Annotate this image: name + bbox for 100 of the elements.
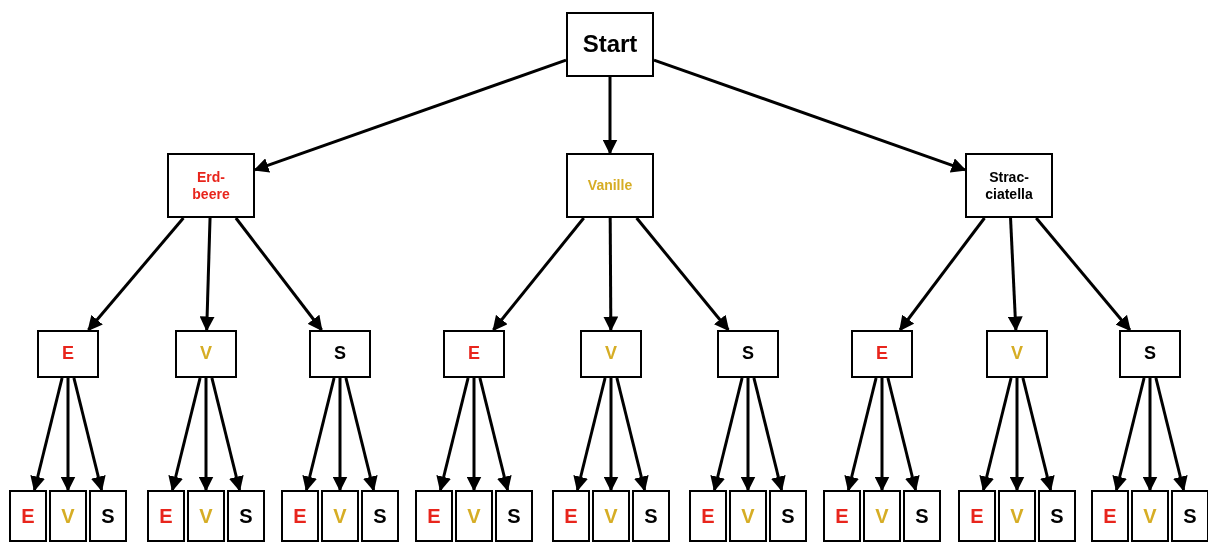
flavor-box [863, 490, 901, 542]
flavor-box [729, 490, 767, 542]
flavor-box [175, 330, 237, 378]
arrow [1009, 378, 1025, 492]
flavor-box [227, 490, 265, 542]
arrow [492, 217, 585, 332]
arrow [573, 377, 607, 492]
flavor-box [1091, 490, 1129, 542]
flavor-box [281, 490, 319, 542]
flavor-label: V [1011, 343, 1023, 365]
arrow [603, 218, 619, 332]
flavor-label: V [61, 504, 75, 528]
flavor-label: V [604, 504, 618, 528]
flavor-box [167, 153, 255, 218]
flavor-label: E [1103, 504, 1117, 528]
flavor-label: S [781, 504, 795, 528]
flavor-box [823, 490, 861, 542]
flavor-box [495, 490, 533, 542]
flavor-box [592, 490, 630, 542]
flavor-label: S [1183, 504, 1197, 528]
arrow [653, 58, 967, 173]
flavor-label: V [467, 504, 481, 528]
flavor-label: S [373, 504, 387, 528]
flavor-label: E [427, 504, 441, 528]
flavor-label: S [101, 504, 115, 528]
flavor-box [321, 490, 359, 542]
arrow [1021, 377, 1055, 492]
flavor-label: V [875, 504, 889, 528]
flavor-label: S [239, 504, 253, 528]
arrow [168, 377, 202, 492]
flavor-box [147, 490, 185, 542]
flavor-label: V [200, 343, 212, 365]
arrow [979, 377, 1013, 492]
arrow [886, 377, 920, 492]
arrow [466, 378, 482, 492]
flavor-label: E [21, 504, 35, 528]
flavor-box [717, 330, 779, 378]
flavor-label: V [605, 343, 617, 365]
flavor-box [632, 490, 670, 542]
flavor-box [455, 490, 493, 542]
arrow [710, 377, 744, 492]
flavor-label: S [507, 504, 521, 528]
flavor-box [309, 330, 371, 378]
flavor-box [415, 490, 453, 542]
flavor-label: V [1143, 504, 1157, 528]
arrow [60, 378, 76, 492]
arrow [1112, 377, 1146, 492]
arrow [602, 77, 618, 155]
flavor-label: V [1010, 504, 1024, 528]
flavor-label: E [835, 504, 849, 528]
flavor-label: Erd- beere [191, 168, 231, 203]
flavor-label: Start [582, 30, 638, 59]
flavor-label: S [915, 504, 929, 528]
arrow [1154, 377, 1188, 492]
flavor-box [1119, 330, 1181, 378]
arrow [615, 377, 649, 492]
flavor-label: E [970, 504, 984, 528]
arrow [874, 378, 890, 492]
flavor-label: S [1050, 504, 1064, 528]
flavor-box [580, 330, 642, 378]
arrow [87, 217, 185, 332]
flavor-box [1038, 490, 1076, 542]
flavor-box [89, 490, 127, 542]
flavor-box [903, 490, 941, 542]
flavor-box [443, 330, 505, 378]
arrow [603, 378, 619, 492]
flavor-label: V [741, 504, 755, 528]
flavor-box [1131, 490, 1169, 542]
arrow [1007, 217, 1023, 332]
flavor-label: E [293, 504, 307, 528]
flavor-label: V [199, 504, 213, 528]
flavor-box [566, 153, 654, 218]
arrow [30, 377, 64, 492]
flavor-label: E [701, 504, 715, 528]
arrow [844, 377, 878, 492]
arrow [332, 378, 348, 492]
flavor-box [769, 490, 807, 542]
flavor-label: E [159, 504, 173, 528]
flavor-box [1171, 490, 1208, 542]
flavor-label: Strac- ciatella [984, 168, 1034, 203]
flavor-box [958, 490, 996, 542]
flavor-label: S [742, 343, 754, 365]
arrow [752, 377, 786, 492]
flavor-label: S [644, 504, 658, 528]
arrow [344, 377, 378, 492]
arrow [1035, 217, 1132, 332]
arrow [302, 377, 336, 492]
flavor-label: E [62, 343, 74, 365]
flavor-box [986, 330, 1048, 378]
arrow [72, 377, 106, 492]
flavor-label: V [333, 504, 347, 528]
flavor-box [552, 490, 590, 542]
arrow [635, 217, 730, 332]
flavor-label: S [1144, 343, 1156, 365]
flavor-label: E [468, 343, 480, 365]
arrow [210, 377, 244, 492]
flavor-label: Vanille [587, 177, 633, 194]
arrow [478, 377, 512, 492]
flavor-box [566, 12, 654, 77]
arrow [898, 217, 986, 332]
